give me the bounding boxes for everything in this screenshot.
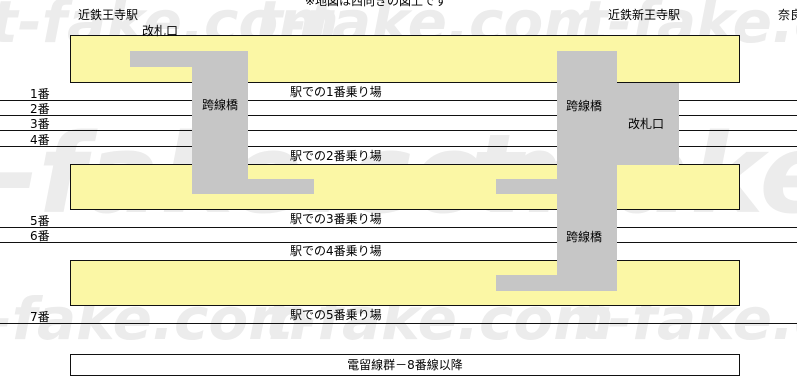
track-line-4 bbox=[0, 146, 797, 147]
platform-label-3: 駅での3番乗り場 bbox=[290, 212, 382, 226]
left-footbridge-label: 跨線橋 bbox=[202, 98, 239, 112]
right-station-name: 近鉄新王寺駅 bbox=[608, 8, 681, 22]
track-number-4: 4番 bbox=[30, 133, 50, 147]
platform-label-2: 駅での2番乗り場 bbox=[290, 149, 382, 163]
right-footbridge-lower bbox=[557, 179, 617, 291]
left-gate-label: 改札口 bbox=[142, 24, 179, 38]
track-line-1 bbox=[0, 100, 797, 101]
platform-label-1: 駅での1番乗り場 bbox=[290, 85, 382, 99]
right-gate-building bbox=[557, 83, 679, 165]
track-line-2 bbox=[0, 115, 797, 116]
storage-yard-label: 電留線群－8番線以降 bbox=[347, 358, 463, 372]
platform-2 bbox=[70, 164, 740, 210]
right-footbridge-label-upper: 跨線橋 bbox=[566, 99, 603, 113]
track-number-6: 6番 bbox=[30, 229, 50, 243]
track-line-6 bbox=[0, 242, 797, 243]
right-gate-label: 改札口 bbox=[628, 117, 665, 131]
right-footbridge-label-lower: 跨線橋 bbox=[566, 230, 603, 244]
track-line-5 bbox=[0, 227, 797, 228]
track-number-7: 7番 bbox=[30, 310, 50, 324]
track-number-5: 5番 bbox=[30, 214, 50, 228]
platform-label-4: 駅での4番乗り場 bbox=[290, 244, 382, 258]
right-footbridge-stair-lower bbox=[496, 275, 617, 291]
right-edge-label: 奈良 bbox=[778, 8, 797, 22]
platform-3 bbox=[70, 260, 740, 306]
track-number-1: 1番 bbox=[30, 87, 50, 101]
left-footbridge-stair bbox=[192, 179, 314, 194]
track-line-7 bbox=[0, 323, 797, 324]
track-number-3: 3番 bbox=[30, 117, 50, 131]
left-footbridge bbox=[192, 51, 248, 194]
platform-label-5: 駅での5番乗り場 bbox=[290, 308, 382, 322]
track-number-2: 2番 bbox=[30, 102, 50, 116]
storage-yard-box: 電留線群－8番線以降 bbox=[70, 354, 740, 376]
track-line-3 bbox=[0, 130, 797, 131]
header-note: ※地図は西向きの図上です bbox=[305, 0, 448, 8]
left-station-name: 近鉄王寺駅 bbox=[78, 8, 139, 22]
